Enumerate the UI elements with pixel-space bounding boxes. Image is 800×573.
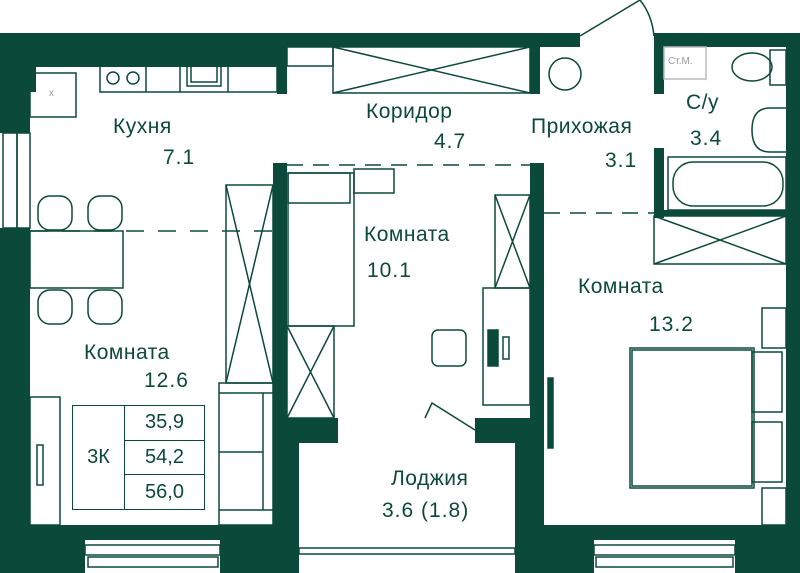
room-name-hallway: Прихожая	[531, 115, 633, 138]
room-area-corridor: 4.7	[434, 130, 467, 153]
washing-machine-label: Ст.М.	[668, 56, 693, 67]
room-name-left: Комната	[84, 341, 170, 364]
fixtures	[2, 0, 787, 568]
room-name-kitchen: Кухня	[113, 115, 172, 138]
room-name-loggia: Лоджия	[391, 467, 469, 490]
room-area-kitchen: 7.1	[163, 146, 196, 169]
walls	[0, 33, 800, 573]
room-area-right: 13.2	[649, 313, 694, 336]
room-area-hallway: 3.1	[605, 149, 638, 172]
room-area-center: 10.1	[367, 259, 412, 282]
room-name-bathroom: С/у	[686, 91, 719, 114]
kitchen-box-mark: x	[49, 88, 54, 99]
total-with-loggia: 56,0	[145, 480, 184, 503]
room-name-right: Комната	[578, 275, 664, 298]
room-area-loggia: 3.6 (1.8)	[382, 499, 470, 522]
room-area-left: 12.6	[144, 369, 189, 392]
room-area-bathroom: 3.4	[690, 127, 723, 150]
summary-table: 3К 35,9 54,2 56,0	[72, 405, 205, 510]
apartment-type: 3К	[73, 406, 125, 509]
living-area: 35,9	[125, 406, 204, 441]
room-name-corridor: Коридор	[366, 100, 453, 123]
room-name-center: Комната	[364, 223, 450, 246]
total-area: 54,2	[125, 441, 204, 476]
